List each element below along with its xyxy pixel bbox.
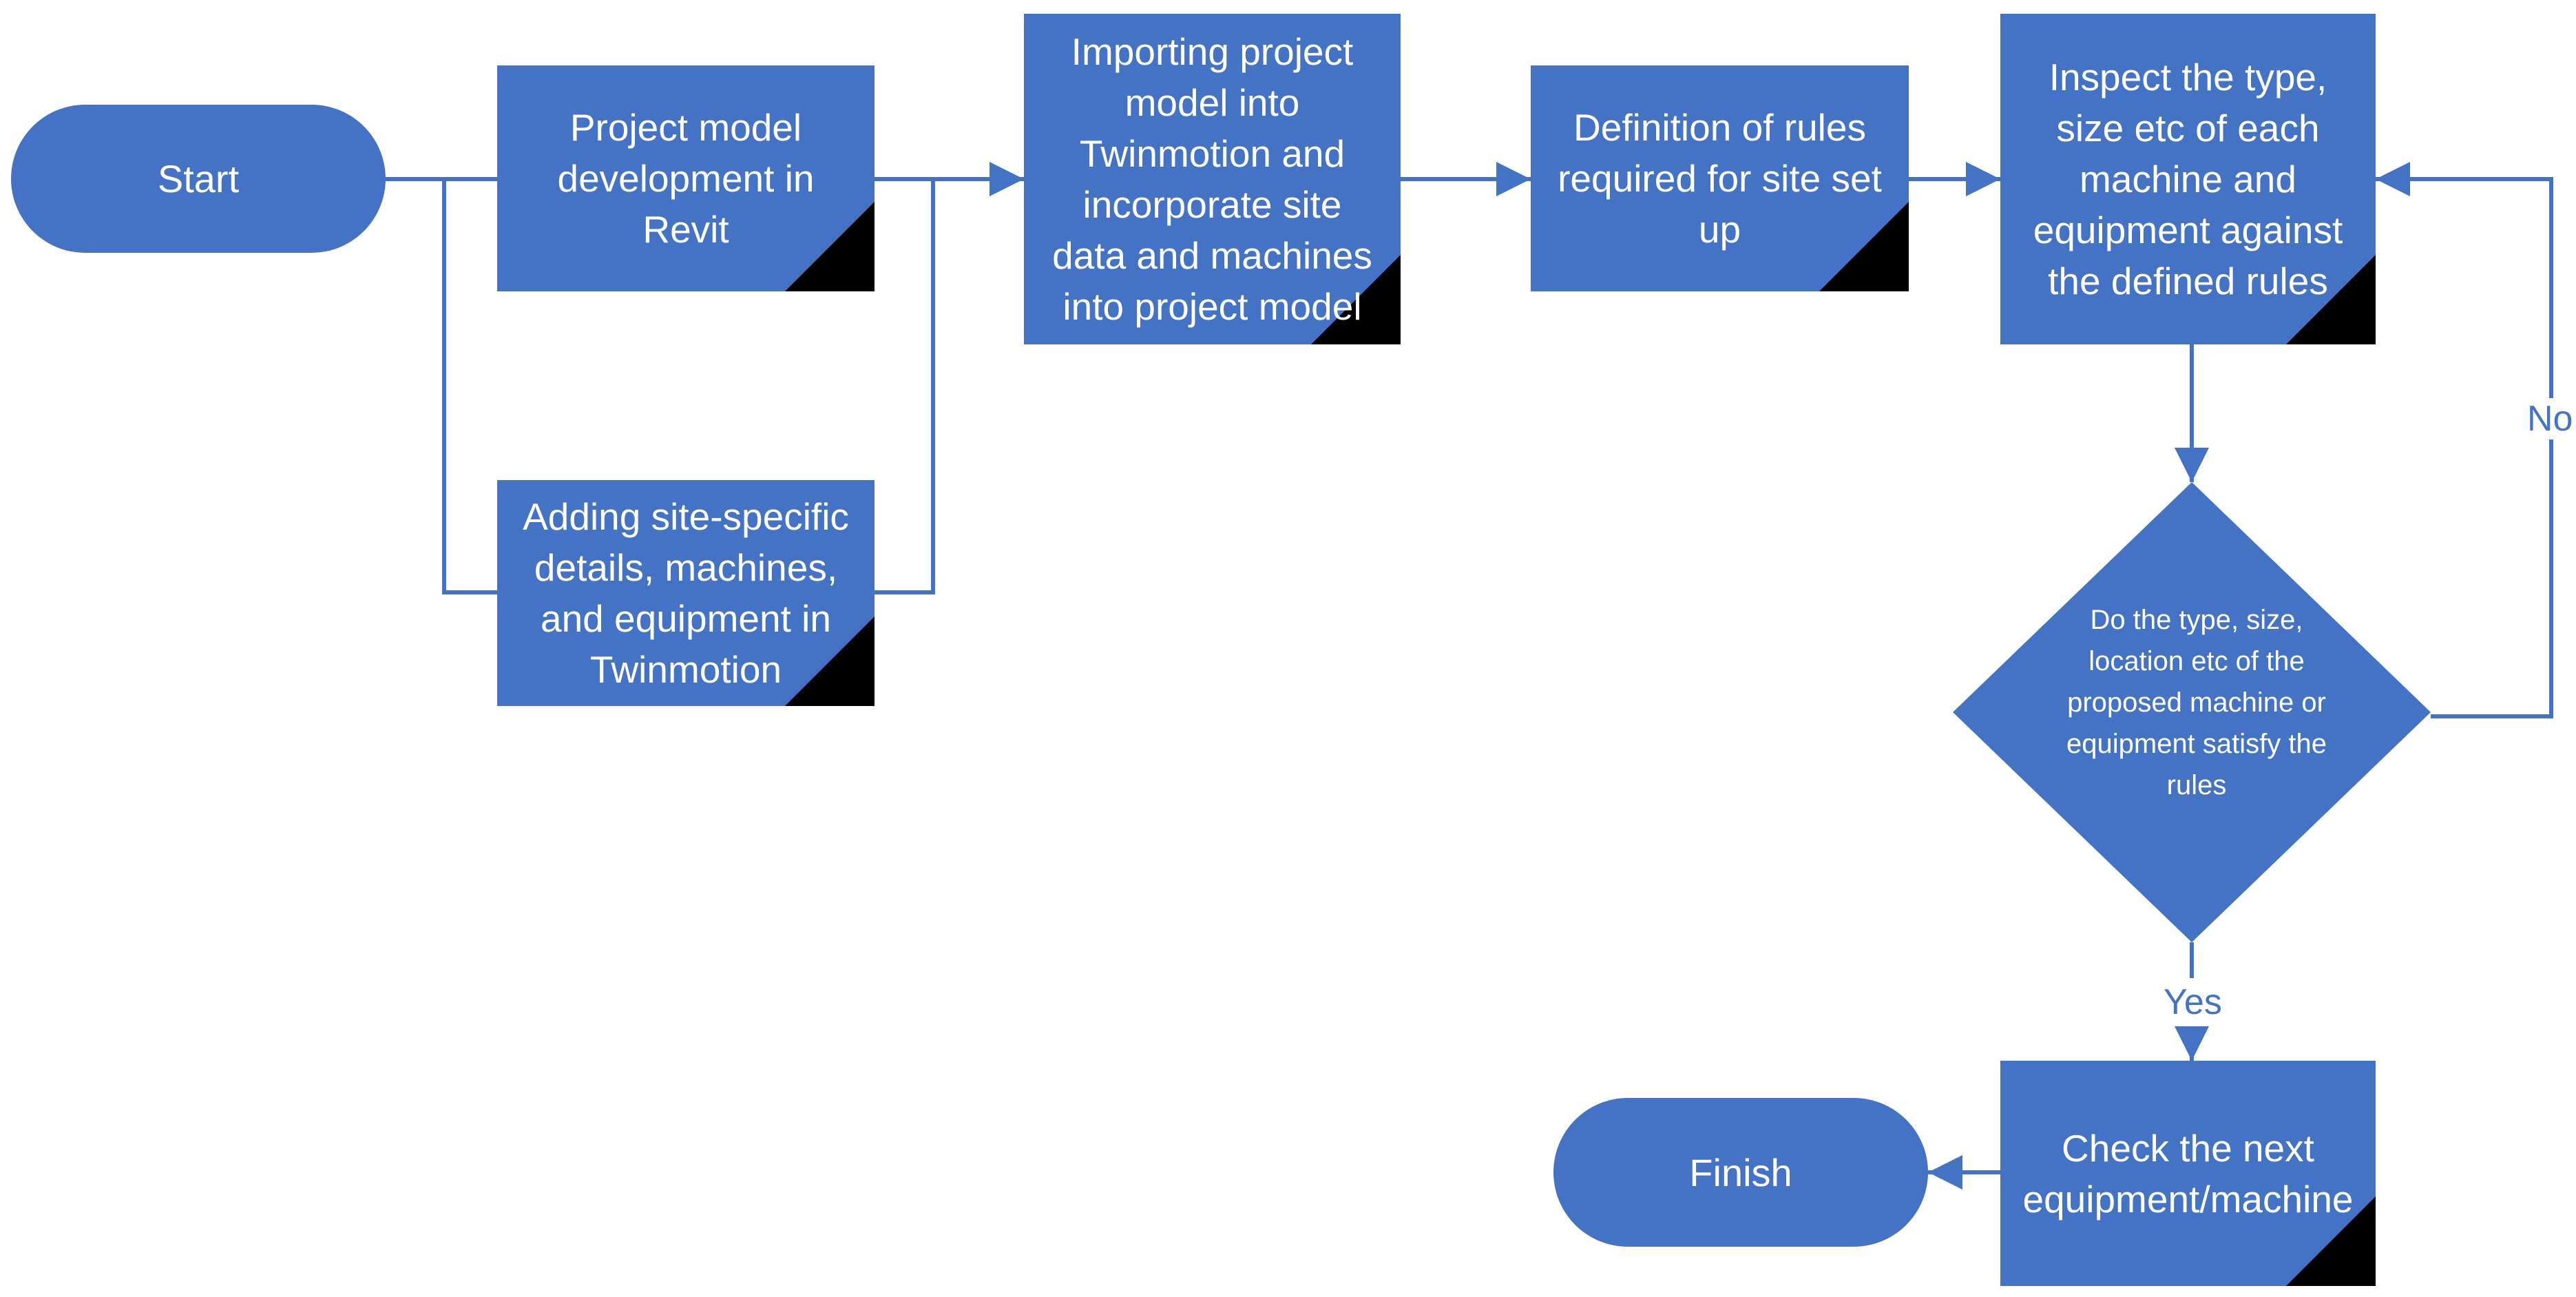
arrowhead bbox=[2376, 162, 2410, 196]
arrowhead bbox=[2175, 448, 2209, 482]
edge-start-to-site-details bbox=[442, 179, 497, 594]
define-rules-label: Definition of rules required for site se… bbox=[1558, 106, 1882, 251]
arrowhead bbox=[1496, 162, 1531, 196]
arrowhead bbox=[989, 162, 1024, 196]
process-site-details: Adding site-specific details, machines, … bbox=[497, 480, 875, 706]
process-define-rules: Definition of rules required for site se… bbox=[1531, 65, 1909, 291]
start-label: Start bbox=[157, 157, 240, 200]
decision-diamond bbox=[1953, 482, 2431, 942]
arrowhead bbox=[1966, 162, 2000, 196]
edge-decision-no bbox=[2376, 177, 2553, 718]
arrowhead bbox=[1928, 1155, 1962, 1190]
inspect-label: Inspect the type, size etc of each machi… bbox=[2033, 56, 2343, 302]
finish-label: Finish bbox=[1689, 1150, 1792, 1194]
check-next-label: Check the next equipment/machine bbox=[2022, 1126, 2354, 1221]
process-inspect: Inspect the type, size etc of each machi… bbox=[2000, 14, 2376, 344]
site-details-label: Adding site-specific details, machines, … bbox=[523, 495, 849, 691]
process-check-next: Check the next equipment/machine bbox=[2000, 1061, 2376, 1286]
decision-label: Do the type, size, location etc of the p… bbox=[2066, 605, 2327, 800]
process-revit-model: Project model development in Revit bbox=[497, 65, 875, 291]
no-label: No bbox=[2524, 398, 2576, 439]
start-terminal: Start bbox=[11, 105, 386, 253]
revit-model-label: Project model development in Revit bbox=[557, 106, 815, 251]
edge-site-details-to-merge bbox=[875, 179, 935, 594]
arrowhead bbox=[2175, 1026, 2209, 1061]
import-label: Importing project model into Twinmotion … bbox=[1052, 30, 1372, 328]
yes-label: Yes bbox=[2164, 982, 2222, 1022]
process-import-twinmotion: Importing project model into Twinmotion … bbox=[1024, 14, 1401, 344]
finish-terminal: Finish bbox=[1553, 1098, 1928, 1247]
